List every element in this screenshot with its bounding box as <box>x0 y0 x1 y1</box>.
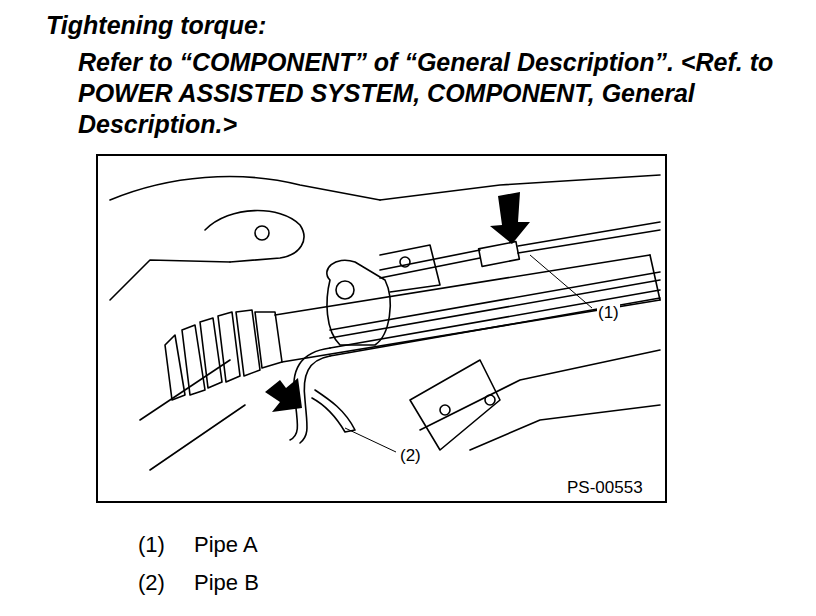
figure-code: PS-00553 <box>567 478 643 498</box>
figure-frame <box>97 155 666 502</box>
callout-number: (2) <box>399 446 422 466</box>
part-name: Pipe A <box>194 532 258 558</box>
callout-number: (2) <box>138 570 165 596</box>
leader-line <box>345 428 396 452</box>
arrow-symbol <box>265 378 302 412</box>
heading: Tightening torque: <box>46 10 266 41</box>
steering-gearbox <box>110 175 660 470</box>
part-name: Pipe B <box>194 570 259 596</box>
callout-number: (1) <box>138 532 165 558</box>
arrow-symbol <box>490 192 530 244</box>
leader-line <box>530 255 592 308</box>
callout-number: (1) <box>597 303 620 323</box>
reference-note: Refer to “COMPONENT” of “General Descrip… <box>78 47 778 140</box>
